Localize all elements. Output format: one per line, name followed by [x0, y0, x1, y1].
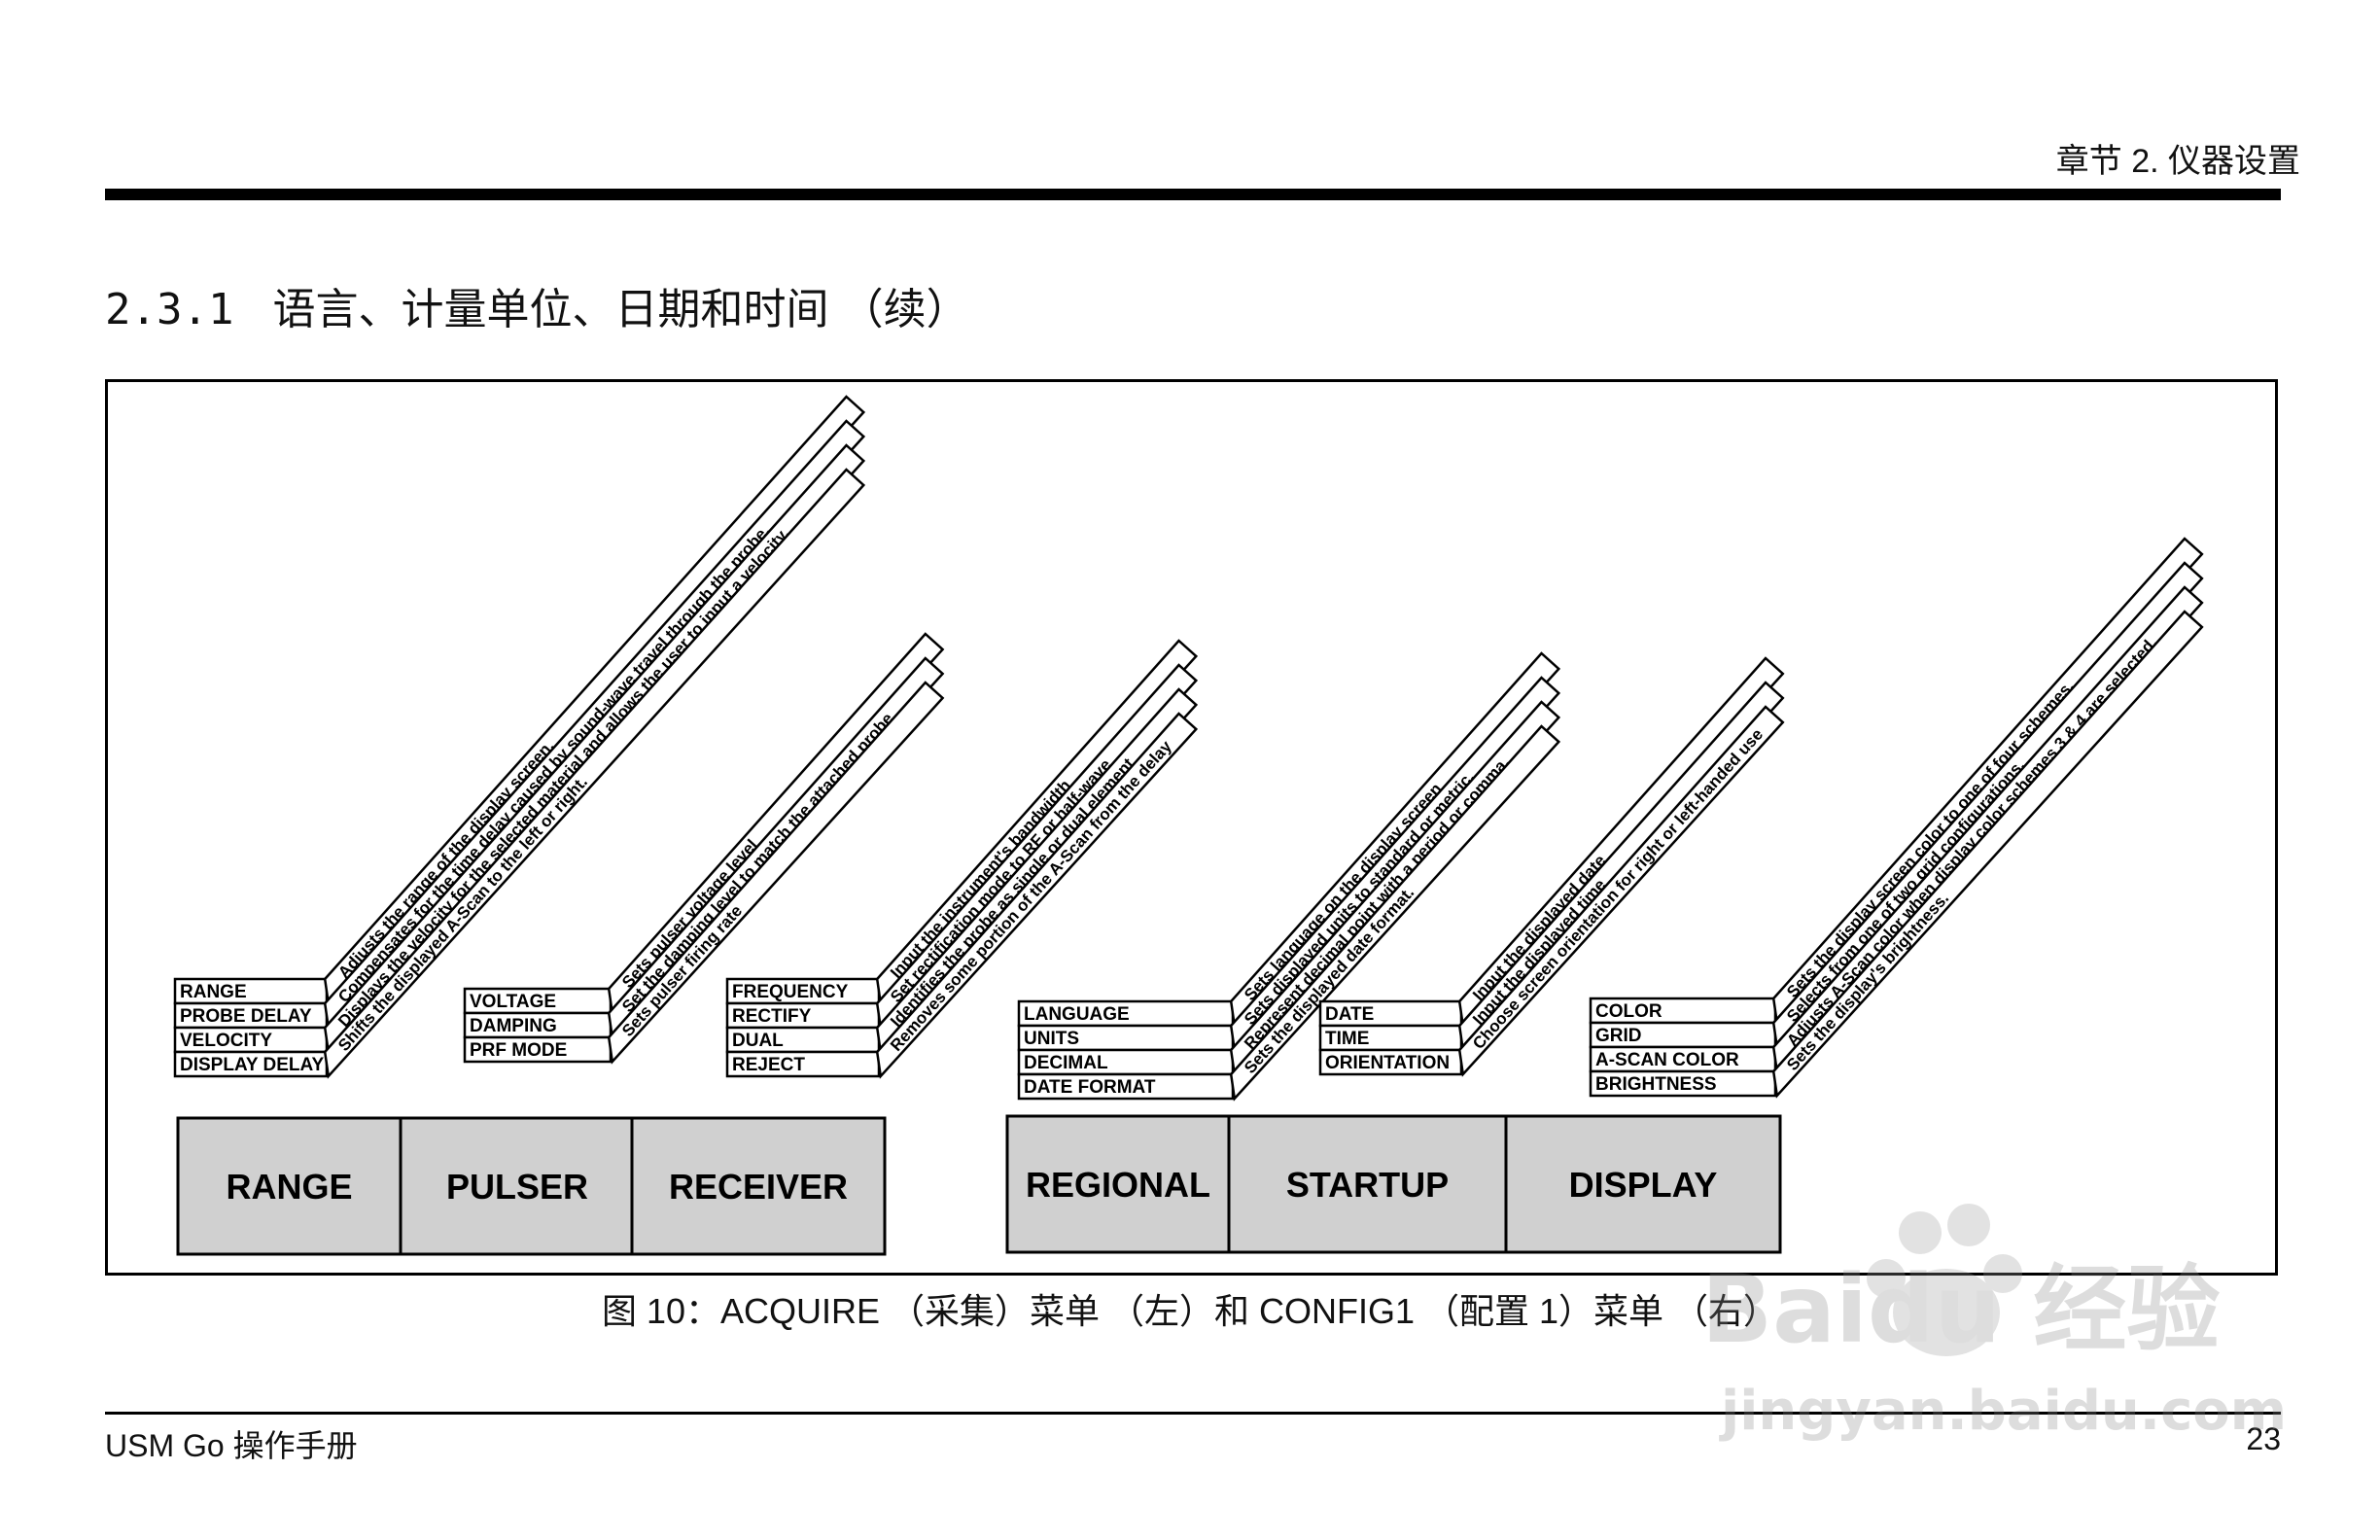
regional-button-label: REGIONAL	[1026, 1165, 1210, 1205]
menu-item-rectify: RECTIFY	[732, 1006, 812, 1027]
menu-item-a-scan-color: A-SCAN COLOR	[1595, 1050, 1739, 1070]
menu-item-brightness: BRIGHTNESS	[1595, 1074, 1717, 1095]
range-button-label: RANGE	[226, 1167, 352, 1207]
header-rule	[105, 189, 2281, 200]
desc-damping: Set the damping level to match the attac…	[618, 710, 897, 1016]
manual-title: USM Go 操作手册	[105, 1428, 358, 1463]
menu-item-box	[1017, 1024, 1235, 1052]
menu-item-box	[1318, 999, 1463, 1028]
menu-item-box	[463, 1035, 612, 1064]
figure-frame	[105, 379, 2278, 1276]
menu-item-dual: DUAL	[732, 1031, 784, 1051]
watermark-url: jingyan.baidu.com	[1719, 1380, 2287, 1443]
display-button-label: DISPLAY	[1569, 1165, 1718, 1205]
menu-item-box	[1589, 1045, 1777, 1073]
desc-dual: Identifies the probe as single or dual e…	[887, 754, 1138, 1031]
receiver-button-label: RECEIVER	[669, 1167, 848, 1207]
chapter-header: 章节 2. 仪器设置	[2055, 143, 2300, 180]
connector-stripe	[607, 681, 945, 1065]
startup-menu-button[interactable]	[1227, 1114, 1508, 1254]
section-title: 语言、计量单位、日期和时间 （续）	[272, 286, 969, 333]
connector-stripe	[1457, 705, 1785, 1077]
pulser-button-label: PULSER	[446, 1167, 588, 1207]
section-number: 2.3.1	[105, 285, 234, 334]
watermark-logo: Baidu 经验	[1701, 1255, 2220, 1364]
menu-item-color: COLOR	[1595, 1001, 1662, 1022]
menu-item-prf-mode: PRF MODE	[470, 1040, 567, 1061]
desc-rectify: Set rectification mode to RF or half-wav…	[887, 755, 1115, 1006]
menu-item-voltage: VOLTAGE	[470, 992, 556, 1012]
receiver-menu-button[interactable]	[630, 1116, 887, 1256]
menu-item-display-delay: DISPLAY DELAY	[180, 1055, 325, 1075]
menu-item-box	[725, 1050, 881, 1078]
menu-item-decimal: DECIMAL	[1024, 1053, 1108, 1073]
menu-item-box	[1017, 999, 1235, 1028]
connector-stripe	[875, 712, 1199, 1079]
figure-caption: 图 10：ACQUIRE （采集）菜单 （左）和 CONFIG1 （配置 1）菜…	[601, 1291, 1779, 1331]
startup-button-label: STARTUP	[1286, 1165, 1449, 1205]
menu-item-date-format: DATE FORMAT	[1024, 1077, 1156, 1098]
menu-item-frequency: FREQUENCY	[732, 982, 849, 1002]
menu-item-orientation: ORIENTATION	[1325, 1053, 1450, 1073]
desc-units: Sets displayed units to standard or metr…	[1241, 768, 1478, 1029]
menu-item-box	[725, 1001, 881, 1030]
desc-a-scan-color: Adjusts A-Scan color when display color …	[1783, 633, 2161, 1050]
menu-item-box	[1589, 1021, 1777, 1049]
menu-item-language: LANGUAGE	[1024, 1004, 1130, 1025]
desc-grid: Selects from one of two grid configurati…	[1783, 756, 2028, 1026]
menu-item-reject: REJECT	[732, 1055, 805, 1075]
range-menu-button[interactable]	[176, 1116, 402, 1256]
display-menu-button[interactable]	[1504, 1114, 1782, 1254]
desc-color: Sets the display screen color to one of …	[1783, 677, 2078, 1001]
menu-item-probe-delay: PROBE DELAY	[180, 1006, 312, 1027]
page-number: 23	[2246, 1421, 2281, 1456]
menu-item-time: TIME	[1325, 1029, 1369, 1049]
menu-item-grid: GRID	[1595, 1026, 1642, 1046]
section-heading: 2.3.1 语言、计量单位、日期和时间 （续）	[105, 274, 969, 336]
menu-item-box	[1017, 1072, 1235, 1101]
connector-stripe	[1229, 724, 1561, 1102]
menu-item-velocity: VELOCITY	[180, 1031, 272, 1051]
menu-item-damping: DAMPING	[470, 1016, 557, 1036]
menu-item-range: RANGE	[180, 982, 247, 1002]
desc-time: Input the displayed time	[1469, 876, 1609, 1029]
footer-rule	[105, 1412, 2281, 1415]
paw-icon	[1867, 1204, 2022, 1356]
baidu-watermark: Baidu 经验 jingyan.baidu.com	[1701, 1204, 2287, 1443]
desc-velocity: Displays the velocity for the selected m…	[334, 524, 793, 1031]
connector-stripe	[1771, 610, 2204, 1099]
menu-item-date: DATE	[1325, 1004, 1374, 1025]
menu-item-units: UNITS	[1024, 1029, 1079, 1049]
connector-stripe	[323, 468, 866, 1079]
